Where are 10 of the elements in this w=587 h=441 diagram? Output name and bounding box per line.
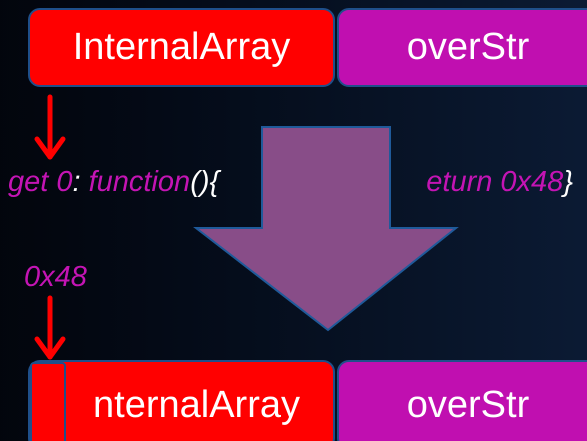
code-text: eturn 0x48} — [426, 168, 573, 196]
memory-block: nternalArray — [28, 360, 335, 441]
memory-block: overStr — [337, 360, 587, 441]
overwritten-byte-block — [30, 362, 66, 441]
memory-block: overStr — [337, 8, 587, 87]
memory-block: InternalArray — [28, 8, 335, 87]
value-text: 0x48 — [24, 258, 104, 296]
code-text: get 0: function(){ — [8, 168, 220, 196]
arrow — [34, 94, 66, 160]
arrow — [34, 296, 66, 360]
